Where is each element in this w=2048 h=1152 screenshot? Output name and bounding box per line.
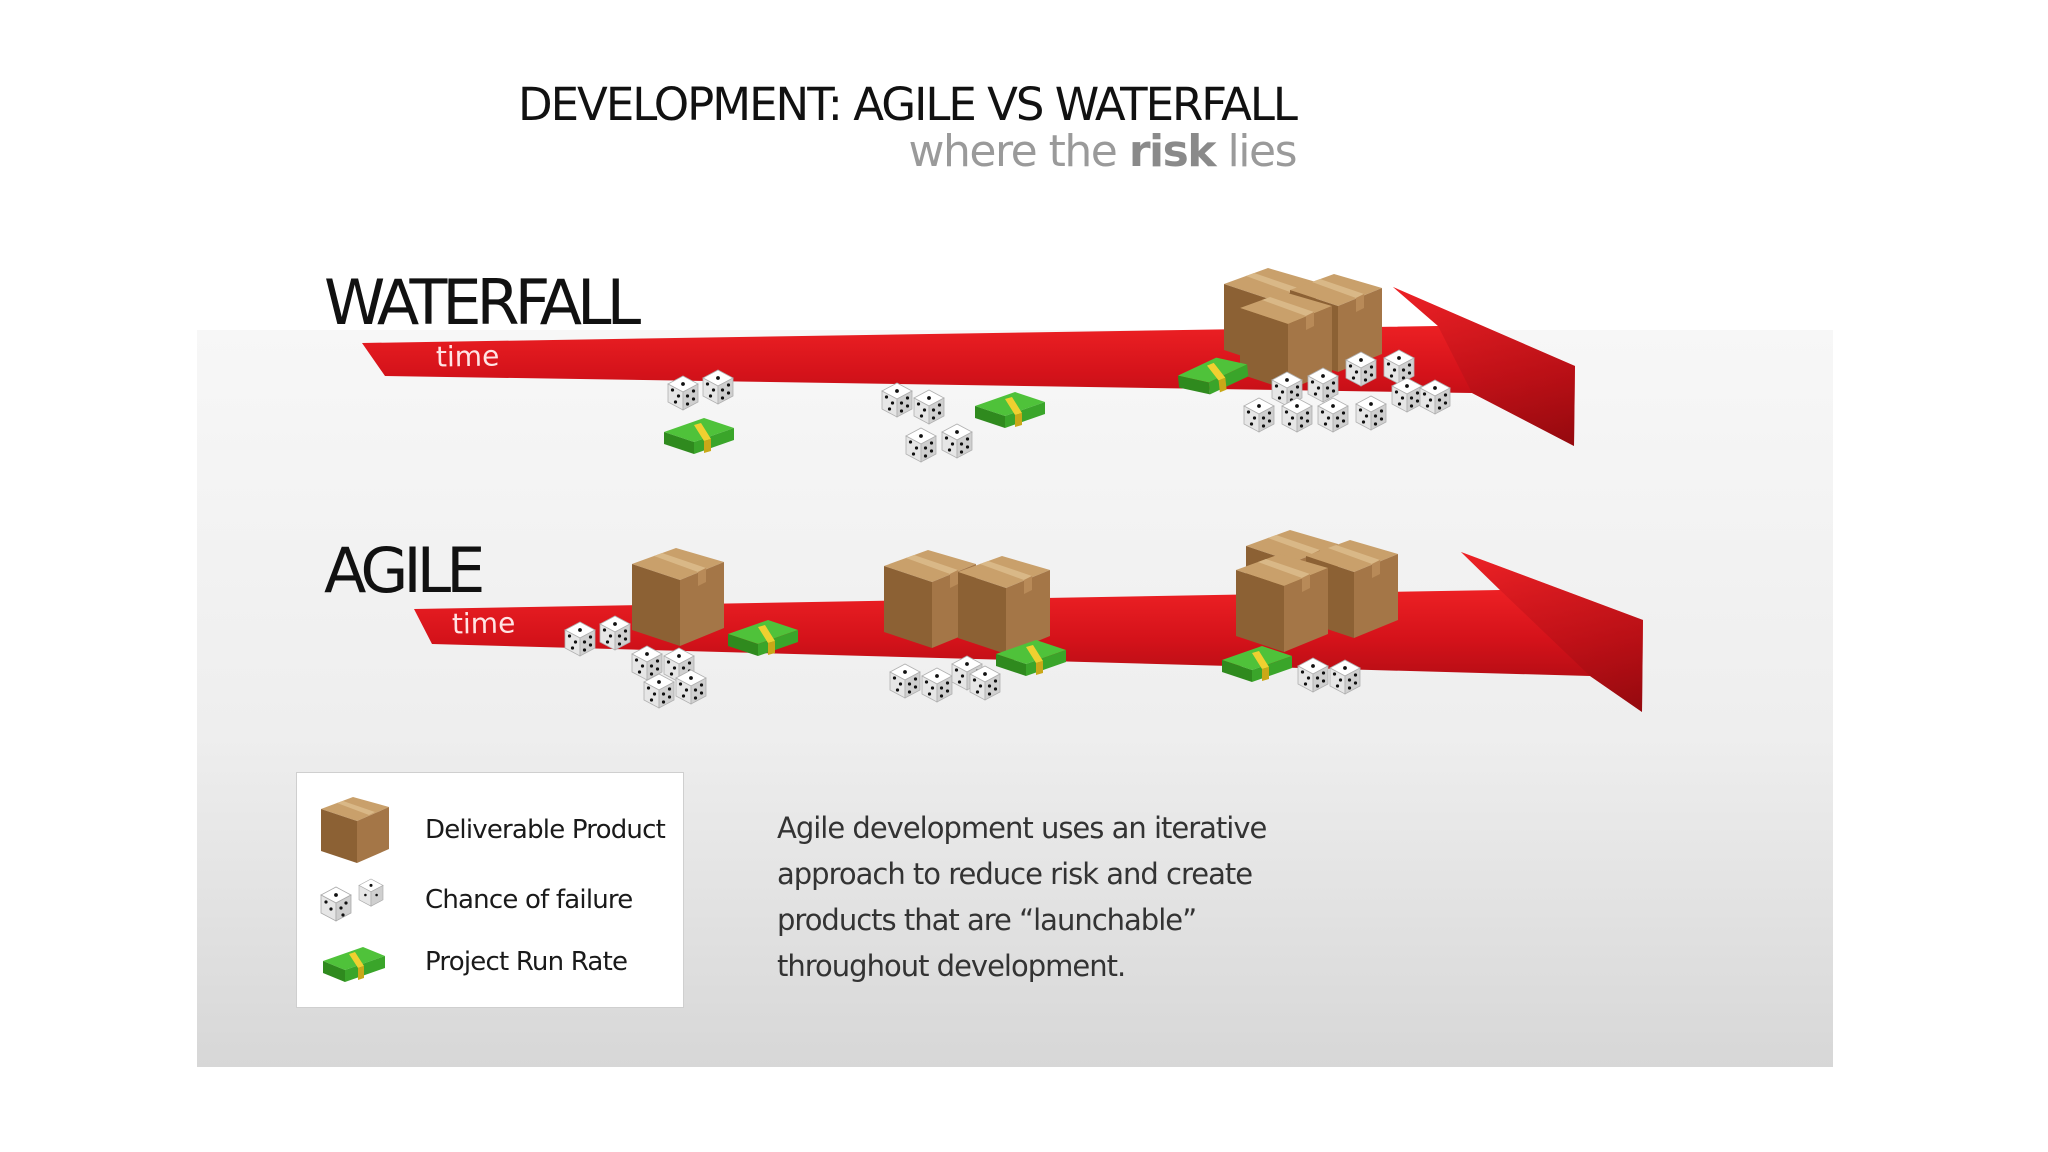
dice-icon	[319, 877, 399, 927]
waterfall-dice-cluster-2	[882, 383, 972, 462]
legend-item-run-rate: Project Run Rate	[297, 943, 683, 1003]
waterfall-cash-1	[664, 418, 734, 454]
description-line: approach to reduce risk and create	[777, 851, 1337, 897]
agile-box-stack-2	[884, 550, 1050, 654]
legend: Deliverable Product Chance of failure	[296, 772, 684, 1008]
description-line: Agile development uses an iterative	[777, 805, 1337, 851]
legend-label: Project Run Rate	[425, 947, 627, 977]
legend-item-failure: Chance of failure	[297, 877, 683, 937]
waterfall-time-label: time	[436, 339, 500, 373]
waterfall-label: WATERFALL	[324, 266, 636, 339]
waterfall-cash-2	[975, 392, 1045, 428]
agile-dice-cluster-2	[890, 656, 1000, 702]
legend-label: Chance of failure	[425, 885, 632, 915]
agile-box-1	[632, 548, 724, 646]
cash-icon	[319, 943, 399, 987]
box-icon	[319, 795, 399, 867]
agile-label: AGILE	[324, 534, 480, 607]
description-line: products that are “launchable”	[777, 897, 1337, 943]
legend-label: Deliverable Product	[425, 815, 665, 845]
agile-time-label: time	[452, 606, 516, 640]
description-line: throughout development.	[777, 943, 1337, 989]
description: Agile development uses an iterative appr…	[777, 805, 1337, 989]
legend-item-deliverable: Deliverable Product	[297, 795, 683, 855]
